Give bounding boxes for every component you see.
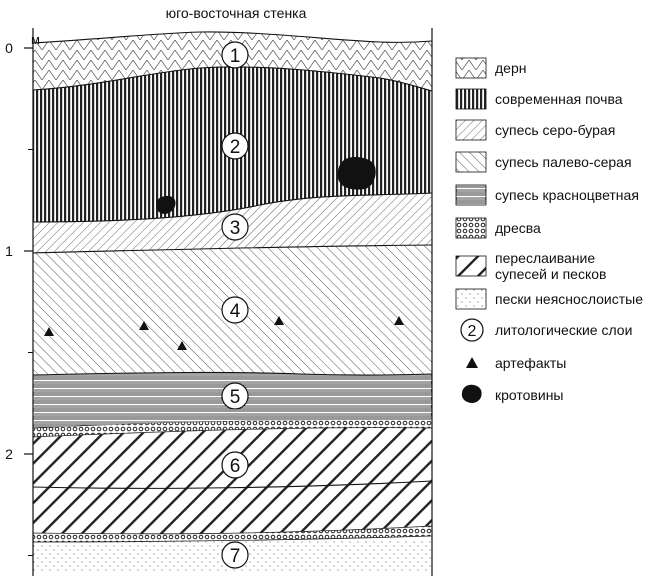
svg-text:кротовины: кротовины: [495, 387, 563, 403]
layer-boundaries: [32, 31, 433, 489]
legend-item-interbedding: переслаивание супесей и песков: [455, 250, 606, 282]
svg-text:супесь серо-бурая: супесь серо-бурая: [495, 122, 615, 138]
layer-6-lower-fill: [33, 481, 432, 540]
artifact-icon: [139, 321, 149, 330]
legend-item-krotovinas: кротовины: [461, 384, 563, 403]
artifact-icon: [177, 341, 187, 350]
legend-item-grey-brown-sandy-loam: супесь серо-бурая: [455, 119, 615, 141]
legend-label-continuation: супесей и песков: [495, 266, 606, 282]
svg-text:супесь палево-серая: супесь палево-серая: [495, 154, 632, 170]
svg-text:3: 3: [230, 218, 241, 239]
artifact-triangle-icon: [466, 357, 478, 368]
layer-marker-4: 4: [221, 296, 249, 324]
svg-text:4: 4: [230, 301, 241, 322]
krotovina-large: [337, 156, 376, 190]
depth-axis: м 0 1 2: [5, 32, 40, 556]
axis-unit: м: [31, 32, 40, 47]
artifacts: [44, 316, 404, 350]
svg-text:6: 6: [230, 456, 241, 477]
legend: дерн современная почва супесь серо-бурая…: [455, 57, 643, 403]
legend-item-artifacts: артефакты: [466, 355, 566, 371]
svg-text:литологические слои: литологические слои: [495, 322, 632, 338]
svg-text:2: 2: [468, 323, 477, 340]
axis-tick-label: 0: [5, 40, 13, 56]
svg-text:пески неяснослоистые: пески неяснослоистые: [495, 291, 643, 307]
grey-brown-sandy-loam-pattern-icon: [455, 119, 487, 141]
svg-text:2: 2: [230, 137, 241, 158]
svg-text:переслаивание супесей и: переслаивание супесей и песков: [495, 250, 606, 282]
legend-item-modern-soil: современная почва: [455, 88, 623, 110]
layer-marker-3: 3: [221, 213, 249, 241]
red-sandy-loam-pattern-icon: [455, 184, 487, 206]
layer-marker-6: 6: [221, 451, 249, 479]
pale-grey-sandy-loam-pattern-icon: [455, 151, 487, 173]
svg-text:современная почва: современная почва: [495, 91, 623, 107]
svg-text:артефакты: артефакты: [495, 355, 566, 371]
layer-number-markers: 1 2 3 4 5 6 7: [221, 41, 249, 569]
layer-marker-2: 2: [221, 132, 249, 160]
axis-tick-label: 2: [5, 446, 13, 462]
legend-item-sands: пески неяснослоистые: [455, 288, 643, 310]
svg-text:супесь красноцветная: супесь красноцветная: [495, 187, 639, 203]
layer-marker-1: 1: [221, 41, 249, 69]
interbedding-pattern-icon: [455, 255, 487, 277]
sands-pattern-icon: [455, 288, 487, 310]
svg-text:1: 1: [230, 46, 241, 67]
legend-item-sod: дерн: [455, 57, 526, 79]
lithologic-layer-number-icon: [460, 318, 484, 342]
krotovina-small: [155, 195, 176, 214]
layer-marker-5: 5: [221, 382, 249, 410]
sod-pattern-icon: [455, 57, 487, 79]
legend-item-pale-grey-sandy-loam: супесь палево-серая: [455, 151, 632, 173]
modern-soil-pattern-icon: [455, 88, 487, 110]
svg-text:7: 7: [230, 546, 241, 567]
artifact-icon: [44, 327, 54, 336]
legend-item-red-sandy-loam: супесь красноцветная: [455, 184, 639, 206]
svg-text:дерн: дерн: [495, 60, 526, 76]
gruss-pattern-icon: [455, 217, 487, 239]
legend-item-lithologic-layers: 2 литологические слои: [460, 318, 632, 342]
legend-item-gruss: дресва: [455, 217, 541, 239]
svg-text:5: 5: [230, 387, 241, 408]
artifact-icon: [394, 316, 404, 325]
svg-text:дресва: дресва: [495, 220, 541, 236]
layer-marker-7: 7: [221, 541, 249, 569]
artifact-icon: [274, 316, 284, 325]
axis-tick-label: 1: [5, 243, 13, 259]
section-title: юго-восточная стенка: [166, 5, 307, 21]
krotovina-icon: [461, 384, 482, 403]
